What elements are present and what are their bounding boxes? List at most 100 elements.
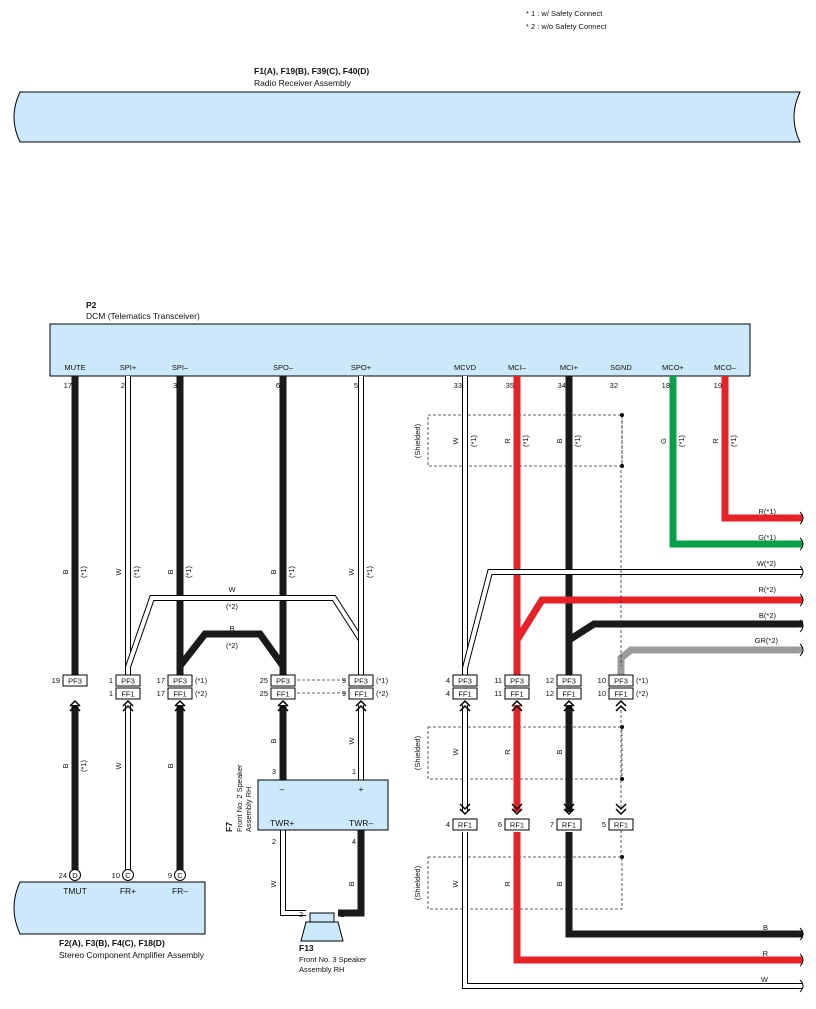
dcm-name: DCM (Telematics Transceiver) bbox=[86, 311, 200, 321]
wire-mark-label: (*1) bbox=[521, 434, 530, 447]
connector-pf3-label: PF3 bbox=[458, 677, 472, 686]
amp-name: Stereo Component Amplifier Assembly bbox=[59, 950, 205, 960]
amp-connector-circle bbox=[174, 869, 186, 881]
wire-speaker3-neg-core bbox=[281, 830, 306, 915]
cross-w-label: W bbox=[228, 585, 236, 594]
wire-label-group: W(*1)R(*1)B(*1)G(*1)R(*1)B(*1)W(*1)B(*1)… bbox=[61, 434, 738, 887]
wire-color-label: B bbox=[166, 569, 175, 574]
dcm-pin-label: MCVD bbox=[454, 363, 477, 372]
dcm-pin-label: MUTE bbox=[64, 363, 85, 372]
amp-connector-letter: C bbox=[177, 871, 183, 880]
connector-rf1 bbox=[504, 818, 530, 831]
connector-chevron bbox=[563, 808, 575, 816]
connector-pf3-label: PF3 bbox=[121, 677, 135, 686]
connector-ff1 bbox=[348, 687, 374, 700]
wire-color-label: W bbox=[347, 568, 356, 576]
wire-end-mark bbox=[799, 953, 804, 967]
connector-ff1-label: FF1 bbox=[614, 690, 627, 699]
junction-mark2: (*2) bbox=[195, 689, 208, 698]
connector-pf3-label: PF3 bbox=[562, 677, 576, 686]
connector-pf3 bbox=[167, 674, 193, 687]
amp-pin-number: 9 bbox=[168, 871, 172, 880]
out-label-b: B bbox=[763, 923, 768, 932]
amp-connector-circle bbox=[69, 869, 81, 881]
out-label-gr2: GR(*2) bbox=[755, 636, 779, 645]
wire-color-label: W bbox=[269, 880, 278, 888]
connector-ff1 bbox=[115, 687, 141, 700]
shielded-label: (Shielded) bbox=[413, 423, 422, 458]
wire-group bbox=[71, 376, 804, 993]
junction-mark1: (*1) bbox=[636, 676, 649, 685]
rf1-pin-number: 5 bbox=[602, 820, 606, 829]
speaker2-twrp: TWR+ bbox=[270, 818, 294, 828]
wire-mark-label: (*1) bbox=[79, 565, 88, 578]
shield-junction-dot bbox=[620, 413, 624, 417]
dcm-pin-label: MCO– bbox=[714, 363, 736, 372]
wire-color-label: W bbox=[451, 880, 460, 888]
dcm-pin-number: 2 bbox=[121, 381, 125, 390]
junction-mark1: (*1) bbox=[195, 676, 208, 685]
wire-speaker3-neg bbox=[280, 830, 306, 916]
speaker3-code: F13 bbox=[299, 943, 314, 953]
connector-pf3-label: PF3 bbox=[276, 677, 290, 686]
ff1-pin-number: 10 bbox=[598, 689, 606, 698]
dcm-pin-label: MCO+ bbox=[662, 363, 684, 372]
pf3-pin-number: 9 bbox=[342, 676, 346, 685]
connector-chevron bbox=[122, 704, 134, 712]
dcm-pin-label: MCI+ bbox=[560, 363, 579, 372]
connector-chevron bbox=[355, 699, 367, 707]
amp-connector-letter: D bbox=[72, 871, 78, 880]
wire-mco-plus bbox=[669, 376, 803, 548]
connector-ff1 bbox=[167, 687, 193, 700]
dcm-box bbox=[49, 323, 751, 377]
connector-rf1 bbox=[452, 818, 478, 831]
wire-color-label: W bbox=[451, 748, 460, 756]
wire-mark-label: (*1) bbox=[573, 434, 582, 447]
shield-box-bottom bbox=[427, 856, 623, 910]
connector-rf1-label: RF1 bbox=[510, 821, 524, 830]
pf3-pin-number: 17 bbox=[157, 676, 165, 685]
dcm-pin-label: MCI– bbox=[508, 363, 527, 372]
ff1-pin-number: 1 bbox=[109, 689, 113, 698]
rf1-pin-number: 7 bbox=[550, 820, 554, 829]
speaker3-name1: Front No. 3 Speaker bbox=[299, 955, 367, 964]
wire-color-label: W bbox=[451, 437, 460, 445]
wire-color-label: B bbox=[166, 763, 175, 768]
wire-color-label: G bbox=[659, 438, 668, 444]
dcm-pin-number: 6 bbox=[276, 381, 280, 390]
dcm-pin-number: 33 bbox=[454, 381, 462, 390]
connector-pf3 bbox=[608, 674, 634, 687]
connector-chevron bbox=[69, 704, 81, 712]
amp-code: F2(A), F3(B), F4(C), F18(D) bbox=[59, 938, 165, 948]
radio-receiver-box bbox=[13, 91, 801, 143]
connector-chevron bbox=[459, 803, 471, 811]
wire-w2-out-core bbox=[463, 570, 803, 669]
ff1-pin-number: 9 bbox=[342, 689, 346, 698]
speaker2-box bbox=[257, 779, 389, 831]
connector-chevron bbox=[615, 803, 627, 811]
wire-mark-label: (*1) bbox=[79, 759, 88, 772]
wire-mark-label: (*1) bbox=[729, 434, 738, 447]
wire-cross-b bbox=[177, 630, 286, 669]
connector-ff1 bbox=[504, 687, 530, 700]
connector-pf3 bbox=[62, 674, 88, 687]
dcm-pin-number: 32 bbox=[610, 381, 618, 390]
cross-b-mark: (*2) bbox=[226, 641, 239, 650]
dcm-code: P2 bbox=[86, 300, 97, 310]
pf3-pin-number: 11 bbox=[494, 676, 502, 685]
wire-color-label: R bbox=[503, 749, 512, 755]
wire-end-mark bbox=[799, 565, 804, 579]
wire-end-mark bbox=[799, 643, 804, 657]
cross-w-mark: (*2) bbox=[226, 602, 239, 611]
shielded-label: (Shielded) bbox=[413, 865, 422, 900]
dcm-pin-number: 5 bbox=[354, 381, 358, 390]
connector-chevron bbox=[277, 704, 289, 712]
shield-junction-dot bbox=[620, 464, 624, 468]
connector-chevron bbox=[615, 808, 627, 816]
connector-pf3-label: PF3 bbox=[173, 677, 187, 686]
shield-box-top bbox=[427, 414, 623, 467]
amp-pin-label: FR– bbox=[172, 886, 188, 896]
pf3-pin-number: 19 bbox=[52, 676, 60, 685]
wire-color-label: B bbox=[555, 749, 564, 754]
